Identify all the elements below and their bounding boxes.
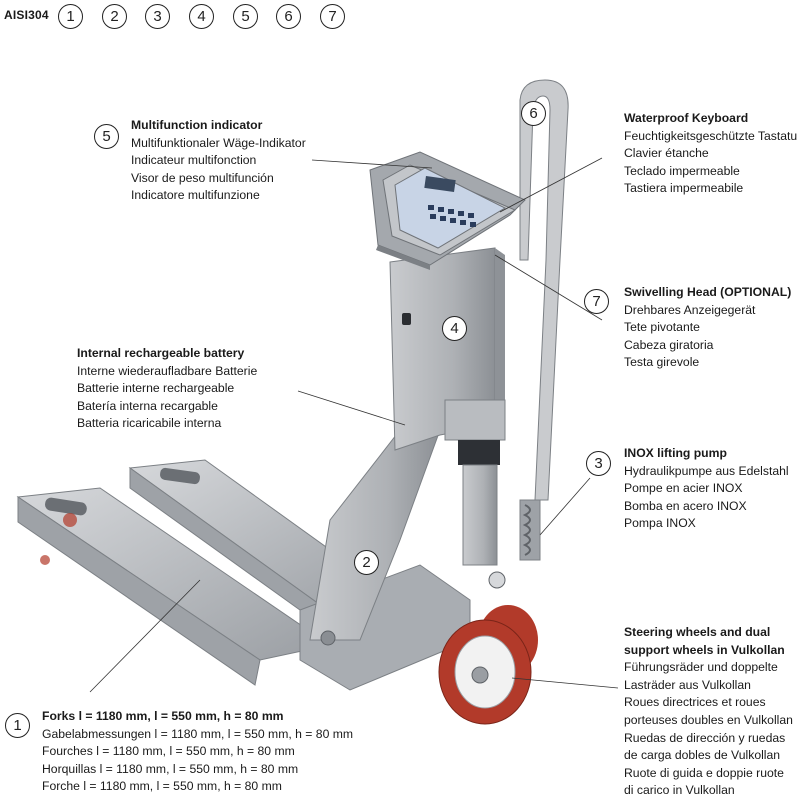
callout-4-title: Internal rechargeable battery <box>77 346 245 360</box>
chassis-frame <box>299 429 471 691</box>
callout-5-line: Indicatore multifunzione <box>131 188 260 203</box>
callout-1-title: Forks l = 1180 mm, l = 550 mm, h = 80 mm <box>42 709 284 723</box>
callout-3-line: Hydraulikpumpe aus Edelstahl <box>624 463 789 478</box>
callout-wheels-line: Ruedas de dirección y ruedas <box>624 730 786 745</box>
callout-7-line: Cabeza giratoria <box>624 337 714 352</box>
callout-6-text: Waterproof Keyboard Feuchtigkeitsgeschüt… <box>624 110 798 198</box>
header-number-1: 1 <box>58 4 83 29</box>
callout-7-line: Drehbares Anzeigegerät <box>624 302 756 317</box>
callout-3-title: INOX lifting pump <box>624 446 727 460</box>
callout-5-title: Multifunction indicator <box>131 118 263 132</box>
callout-1-text: Forks l = 1180 mm, l = 550 mm, h = 80 mm… <box>42 708 353 796</box>
callout-wheels-title: support wheels in Vulkollan <box>624 642 785 657</box>
callout-6-number: 6 <box>521 101 546 126</box>
callout-7-text: Swivelling Head (OPTIONAL) Drehbares Anz… <box>624 284 791 372</box>
leader-lines <box>89 157 619 693</box>
callout-7-number: 7 <box>584 289 609 314</box>
callout-wheels-text: Steering wheels and dual support wheels … <box>624 624 793 800</box>
callout-7-line: Tete pivotante <box>624 320 700 335</box>
callout-4-line: Batterie interne rechargeable <box>77 381 235 396</box>
callout-4-number: 4 <box>442 316 467 341</box>
callout-5-line: Indicateur multifonction <box>131 153 257 168</box>
callout-3-text: INOX lifting pump Hydraulikpumpe aus Ede… <box>624 445 789 533</box>
callout-6-line: Clavier étanche <box>624 146 709 161</box>
callout-6-line: Teclado impermeable <box>624 163 740 178</box>
callout-wheels-line: Lasträder aus Vulkollan <box>624 677 751 692</box>
callout-wheels-title: Steering wheels and dual <box>624 625 771 639</box>
handle <box>519 79 569 501</box>
callout-wheels-line: di carico in Vulkollan <box>624 783 735 798</box>
callout-1-line: Fourches l = 1180 mm, l = 550 mm, h = 80… <box>42 744 295 759</box>
callout-3-line: Bomba en acero INOX <box>624 498 747 513</box>
callout-wheels-line: Ruote di guida e doppie ruote <box>624 765 784 780</box>
callout-7-title: Swivelling Head (OPTIONAL) <box>624 285 792 299</box>
callout-1-line: Gabelabmessungen l = 1180 mm, l = 550 mm… <box>42 726 354 741</box>
callout-wheels-line: Führungsräder und doppelte <box>624 660 778 675</box>
callout-2-number: 2 <box>354 550 379 575</box>
callout-5-line: Visor de peso multifunción <box>131 170 274 185</box>
header-number-3: 3 <box>145 4 170 29</box>
header-number-6: 6 <box>276 4 301 29</box>
callout-4-line: Batteria ricaricabile interna <box>77 416 222 431</box>
brand-label: AISI304 <box>4 8 49 22</box>
callout-5-line: Multifunktionaler Wäge-Indikator <box>131 135 306 150</box>
callout-3-line: Pompe en acier INOX <box>624 481 743 496</box>
callout-wheels-line: porteuses doubles en Vulkollan <box>624 712 793 727</box>
callout-1-number: 1 <box>5 713 30 738</box>
callout-wheels-line: de carga dobles de Vulkollan <box>624 748 781 763</box>
callout-4-line: Interne wiederaufladbare Batterie <box>77 363 258 378</box>
header-number-7: 7 <box>320 4 345 29</box>
callout-1-line: Horquillas l = 1180 mm, l = 550 mm, h = … <box>42 761 299 776</box>
callout-3-number: 3 <box>586 451 611 476</box>
callout-6-line: Tastiera impermeabile <box>624 181 744 196</box>
callout-5-number: 5 <box>94 124 119 149</box>
hydraulic-pump <box>444 399 541 589</box>
header-number-4: 4 <box>189 4 214 29</box>
indicator-housing <box>369 151 526 270</box>
steering-wheels <box>438 605 538 725</box>
callout-6-title: Waterproof Keyboard <box>624 111 749 125</box>
callout-7-line: Testa girevole <box>624 355 700 370</box>
callout-1-line: Forche l = 1180 mm, l = 550 mm, h = 80 m… <box>42 779 282 794</box>
header-number-2: 2 <box>102 4 127 29</box>
callout-wheels-line: Roues directrices et roues <box>624 695 766 710</box>
callout-5-text: Multifunction indicator Multifunktionale… <box>131 117 306 205</box>
header-number-5: 5 <box>233 4 258 29</box>
callout-4-line: Batería interna recargable <box>77 398 218 413</box>
callout-6-line: Feuchtigkeitsgeschützte Tastatur <box>624 128 798 143</box>
callout-4-text: Internal rechargeable battery Interne wi… <box>77 345 257 433</box>
fork-front <box>16 487 332 686</box>
callout-3-line: Pompa INOX <box>624 516 696 531</box>
